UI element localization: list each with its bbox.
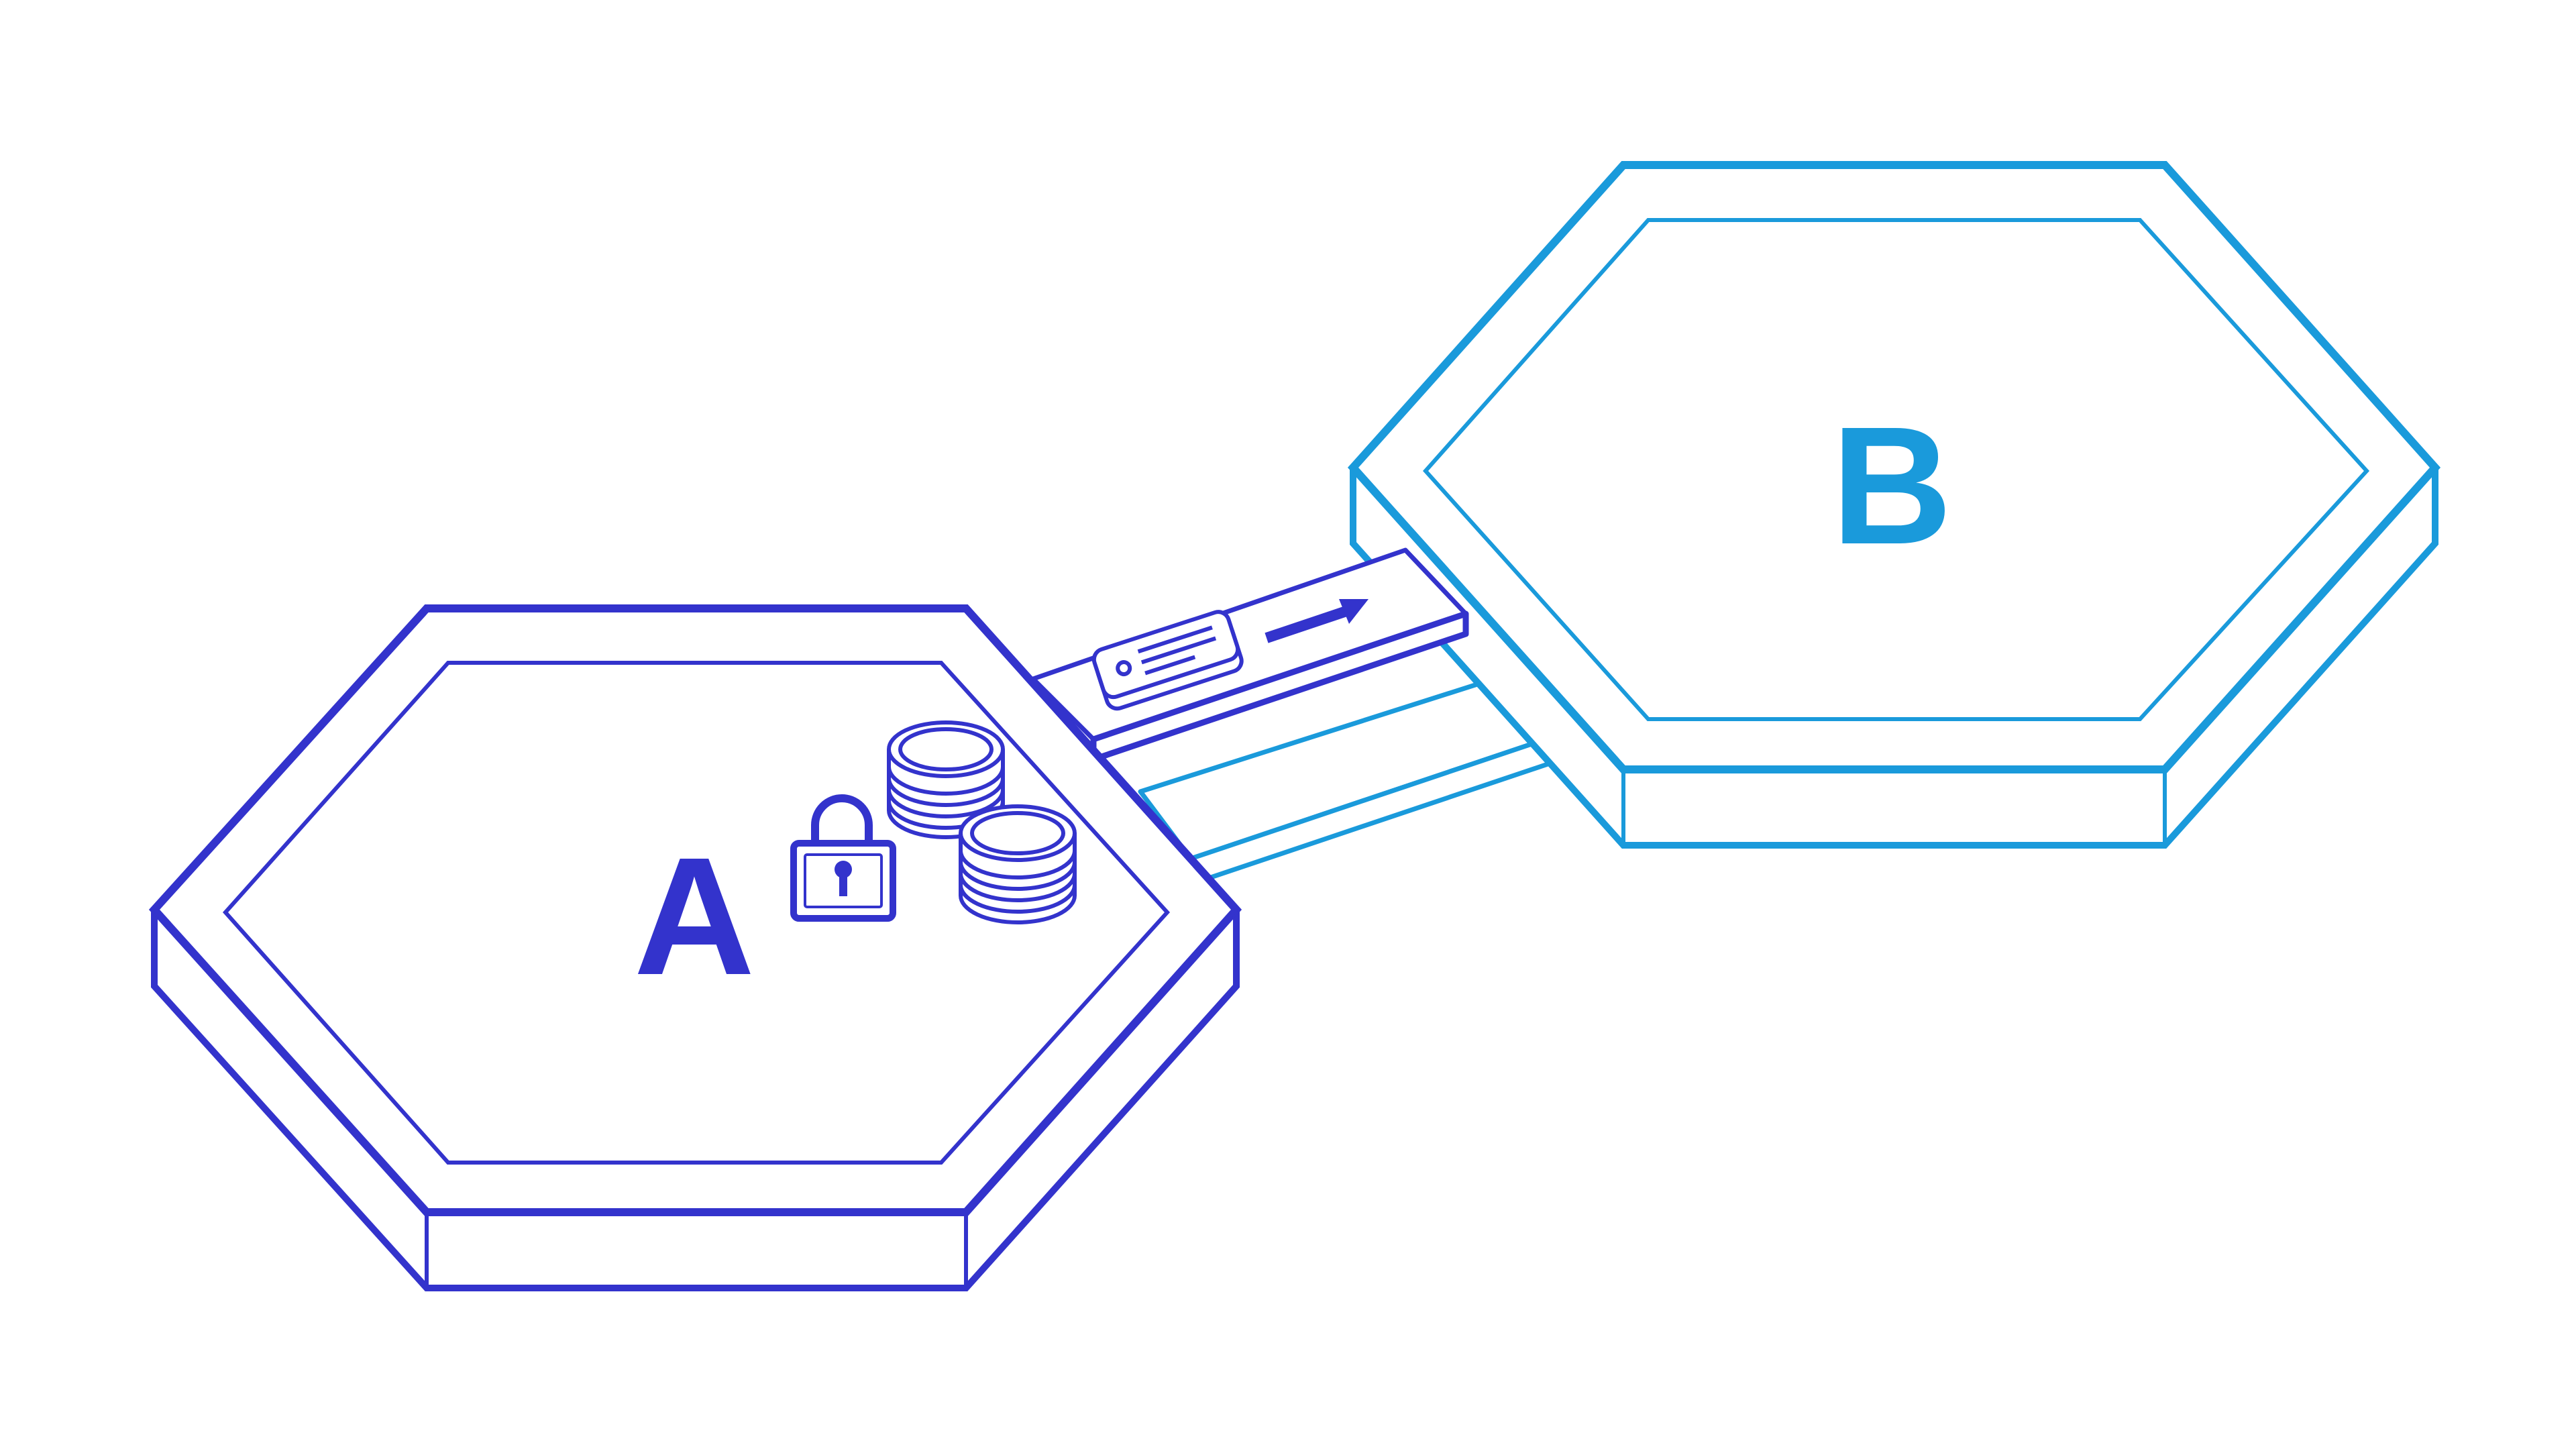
arrow-right-icon: [1265, 599, 1368, 643]
coin-stack-icon: [887, 720, 1077, 924]
hexagon-a-label: A: [634, 822, 755, 1010]
hexagon-b: [1347, 161, 2441, 849]
lock-icon: [790, 794, 896, 922]
message-card-icon: [1091, 610, 1244, 711]
hexagon-b-label: B: [1831, 392, 1953, 579]
